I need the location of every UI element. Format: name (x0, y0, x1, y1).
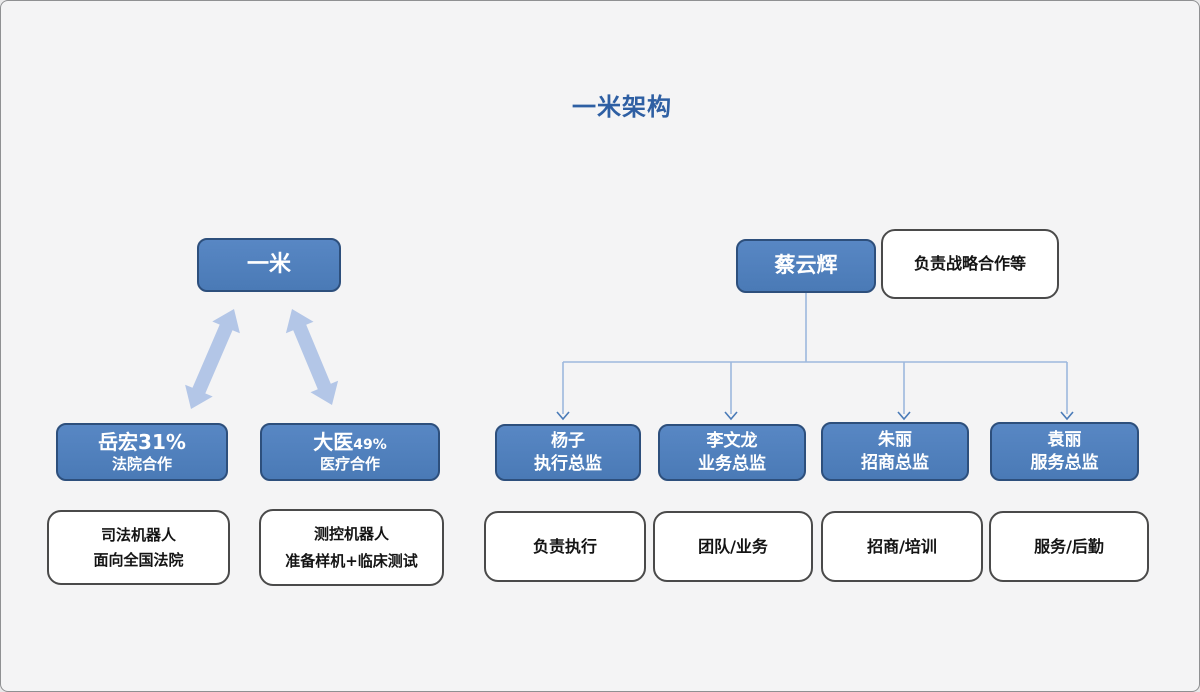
member-1-name: 杨子 (551, 431, 585, 452)
partner-1-title: 岳宏31% (98, 429, 186, 455)
arrowhead-icon (724, 411, 738, 421)
arrowhead-icon (1060, 411, 1074, 421)
member-3-name: 朱丽 (878, 430, 912, 451)
member-1-duty-text: 负责执行 (532, 536, 597, 556)
org-node-partner-2: 大医49% 医疗合作 (260, 423, 440, 481)
partner-2-subtitle: 医疗合作 (319, 455, 380, 474)
member-1-duty-box: 负责执行 (484, 511, 646, 582)
org-node-member-1: 杨子 执行总监 (495, 424, 641, 481)
member-4-role: 服务总监 (1030, 452, 1099, 473)
partner-2-note-line-2: 准备样机+临床测试 (285, 551, 418, 570)
member-2-duty-text: 团队/业务 (698, 536, 768, 556)
partner-1-subtitle: 法院合作 (111, 455, 172, 474)
page-title: 一米架构 (572, 93, 672, 121)
partner-2-share: 49% (353, 437, 387, 454)
partner-2-name: 大医 (313, 430, 354, 455)
partner-2-note-box: 测控机器人 准备样机+临床测试 (259, 509, 444, 586)
member-2-name: 李文龙 (706, 431, 758, 452)
partner-1-note-line-1: 司法机器人 (100, 525, 176, 544)
member-2-duty-box: 团队/业务 (653, 511, 813, 582)
leader-name: 蔡云辉 (774, 253, 838, 278)
member-3-duty-text: 招商/培训 (867, 536, 937, 556)
org-node-partner-1: 岳宏31% 法院合作 (56, 423, 228, 481)
org-node-leader: 蔡云辉 (736, 239, 876, 293)
org-node-member-4: 袁丽 服务总监 (990, 422, 1139, 481)
member-4-duty-box: 服务/后勤 (989, 511, 1149, 582)
leader-note-box: 负责战略合作等 (881, 229, 1059, 299)
double-arrow-right (285, 309, 339, 405)
double-arrow-left (185, 309, 240, 409)
partner-1-note-line-2: 面向全国法院 (93, 551, 184, 570)
member-4-duty-text: 服务/后勤 (1034, 536, 1104, 556)
partner-2-note-line-1: 测控机器人 (313, 525, 389, 544)
partner-1-note-box: 司法机器人 面向全国法院 (47, 510, 230, 585)
org-node-root: 一米 (197, 238, 341, 292)
member-4-name: 袁丽 (1047, 430, 1082, 451)
partner-2-title: 大医49% (313, 429, 387, 455)
arrowhead-icon (556, 411, 570, 421)
org-node-root-label: 一米 (246, 251, 291, 277)
member-3-duty-box: 招商/培训 (821, 511, 983, 582)
member-2-role: 业务总监 (698, 453, 766, 474)
member-3-role: 招商总监 (861, 452, 929, 473)
leader-note-text: 负责战略合作等 (913, 254, 1026, 274)
member-1-role: 执行总监 (534, 453, 602, 474)
partner-1-name: 岳宏31% (98, 430, 186, 455)
arrowhead-icon (897, 411, 911, 421)
org-node-member-3: 朱丽 招商总监 (821, 422, 969, 481)
org-node-member-2: 李文龙 业务总监 (658, 424, 806, 481)
